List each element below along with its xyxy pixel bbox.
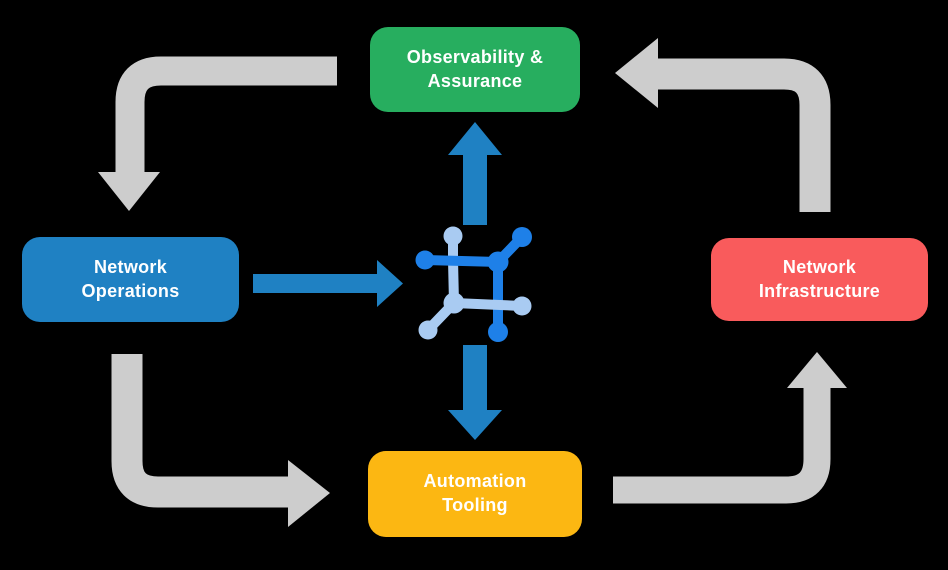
node-label-automation: Automation Tooling <box>423 471 527 515</box>
arrow-operations-to-automation <box>111 354 330 527</box>
arrowhead-left <box>615 38 658 108</box>
icon-dark-dots <box>415 227 532 342</box>
arrow-shaft <box>613 387 831 504</box>
node-network-infrastructure: Network Infrastructure <box>711 238 928 321</box>
icon-light-lines-top <box>449 298 527 311</box>
arrow-center-to-observability <box>448 122 502 225</box>
arrow-infrastructure-to-observability <box>615 38 831 212</box>
node-observability-assurance: Observability & Assurance <box>370 27 580 112</box>
icon-light-lines <box>423 231 460 335</box>
arrow-observability-to-operations <box>98 56 337 211</box>
node-label-operations: Network Operations <box>81 256 180 301</box>
arrowhead-down <box>98 172 160 211</box>
node-label-observability: Observability & Assurance <box>406 46 544 91</box>
arrow-shaft <box>111 354 288 508</box>
icon-light-dots-top <box>443 292 532 316</box>
arrow-center-to-automation <box>448 345 502 440</box>
icon-light-dots <box>418 226 463 340</box>
network-automation-platform-icon <box>415 226 532 342</box>
arrow-operations-to-center <box>253 260 403 307</box>
arrowhead-up <box>787 352 847 388</box>
arrowhead-right <box>288 460 330 527</box>
arrow-shaft <box>658 58 831 212</box>
node-automation-tooling: Automation Tooling <box>368 451 582 537</box>
arrow-shaft <box>115 56 337 172</box>
node-network-operations: Network Operations <box>22 237 239 322</box>
node-label-infrastructure: Network Infrastructure <box>758 256 881 301</box>
arrow-automation-to-infrastructure <box>613 352 847 504</box>
